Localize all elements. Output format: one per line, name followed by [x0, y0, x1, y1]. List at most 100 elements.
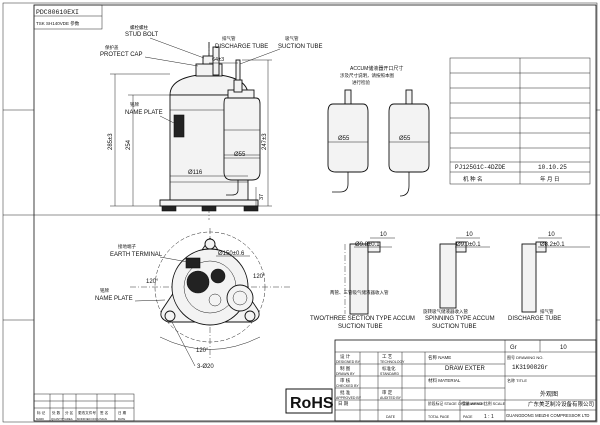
- label-discharge2: DISCHARGE TUBE: [508, 316, 561, 322]
- label-discharge-tube: DISCHARGE TUBE: [215, 44, 268, 50]
- label-two-three-sub: SUCTION TUBE: [338, 324, 383, 330]
- dim-120-a: 120°: [146, 279, 159, 285]
- tech: 工 艺: [382, 354, 393, 359]
- gr-value: 10: [560, 345, 567, 351]
- audited-en: AUDITED BY: [380, 396, 402, 400]
- tube-detail-2: 10 Ø9.0±0.1 旋转吸气储液器收入管 SPINNING TYPE ACC…: [423, 232, 495, 330]
- label-name-plate2-cn: 铭牌: [100, 287, 109, 294]
- drawn-en: DRAWN BY: [336, 372, 355, 376]
- dim-55-accum-a: Ø55: [338, 136, 350, 142]
- label-name-plate-2: NAME PLATE: [95, 296, 133, 302]
- dim-9-8: Ø9.8±0.1: [355, 242, 380, 248]
- label-two-three-cn: 两管、三管吸气储液器收入管: [330, 289, 389, 296]
- plan-view: Ø150±0.6 120° 120° 120° 3-Ø20: [130, 228, 290, 370]
- accum-note-1: 涉及尺寸说明，请按照本图: [340, 72, 394, 79]
- name-label: 名称 NAME: [428, 354, 451, 361]
- discharge-tube-shape: [212, 46, 220, 76]
- spec-label-date: 年 月 日: [540, 175, 560, 183]
- approved-en: APPROVED BY: [336, 396, 362, 400]
- doc-number: PDC80610EXI: [36, 9, 79, 16]
- drawing-no-label: 图号 DRAWING NO.: [507, 354, 544, 360]
- dim-3-20: 3-Ø20: [197, 364, 214, 370]
- label-protect-cap-cn: 保护盖: [105, 44, 119, 51]
- spec-label-model: 机 种 名: [463, 175, 483, 183]
- rohs-mark: RoHS: [285, 388, 334, 414]
- approved: 批 准: [340, 389, 351, 396]
- label-stud-bolt: STUD BOLT: [125, 32, 159, 38]
- gr-label: Gr: [510, 345, 517, 351]
- accumulator: [223, 97, 261, 181]
- rev-e1: QUANTITY: [51, 417, 65, 421]
- rev-e0: MARK: [36, 417, 44, 421]
- dim-55-accum-b: Ø55: [399, 136, 411, 142]
- rev-e2: AREA: [65, 417, 73, 421]
- dim-10-b: 10: [466, 232, 473, 238]
- label-spinning-cn: 旋转吸气储液器收入管: [423, 308, 468, 315]
- spec-date: 10.10.25: [538, 164, 567, 171]
- accum-note-2: 进行检验: [352, 79, 370, 86]
- spec-table: PJ125G1C-4DZDE 10.10.25 机 种 名 年 月 日: [449, 57, 591, 185]
- designed-en: DESIGNED BY: [336, 360, 361, 364]
- label-name-plate-cn: 铭牌: [130, 101, 139, 108]
- accum-title: ACCUM储液器开口尺寸: [350, 65, 403, 72]
- rev-e4: SIGN: [100, 417, 107, 421]
- std-en: STANDARD: [380, 372, 399, 376]
- rohs-text: RoHS: [290, 395, 334, 412]
- revision-table: 标 记 处 数 分 区 更改文件号 签 名 日 期 MARK QUANTITY …: [33, 393, 135, 422]
- label-discharge2-cn: 排气管: [540, 308, 554, 315]
- name-value: DRAW EXTER: [445, 366, 485, 372]
- label-discharge-tube-cn: 排气管: [222, 35, 236, 42]
- label-spinning: SPINNING TYPE ACCUM: [425, 316, 495, 322]
- dim-120-c: 120°: [196, 348, 209, 354]
- plan-labels: 接地端子 EARTH TERMINAL 铭牌 NAME PLATE: [95, 243, 189, 302]
- dim-8-2: Ø8.2±0.1: [540, 242, 565, 248]
- dim-116: Ø116: [188, 170, 203, 176]
- label-protect-cap: PROTECT CAP: [100, 52, 143, 58]
- sheet-no-en: PAGE: [463, 415, 473, 419]
- company-en: GUANGDONG MEIZHI COMPRESSOR LTD: [506, 413, 589, 418]
- accum-detail: ACCUM储液器开口尺寸 涉及尺寸说明，请按照本图 进行检验 Ø55 Ø55: [327, 65, 430, 197]
- label-earth-terminal: EARTH TERMINAL: [110, 252, 163, 258]
- date-label: 日 期: [338, 401, 349, 407]
- label-stud-bolt-cn: 螺栓螺柱: [130, 24, 148, 31]
- dim-37: 37: [259, 194, 265, 200]
- dim-285: 285±3: [108, 133, 114, 150]
- dim-150: Ø150±0.6: [218, 251, 245, 257]
- weight-label: 重量 WEIGHT: [462, 401, 487, 406]
- scale-label: 比例 SCALE: [484, 401, 506, 406]
- company: 广东美芝制冷设备有限公司: [528, 400, 594, 408]
- doc-code-box: PDC80610EXI TSK SH140VDE 参数: [33, 4, 103, 30]
- rev-h0: 标 记: [37, 410, 46, 415]
- stage-label: 阶段标记 STAGE OF DRAWING: [428, 401, 482, 406]
- rev-h1: 处 数: [52, 410, 61, 415]
- dim-10-a: 10: [380, 232, 387, 238]
- label-suction-tube-cn: 吸气管: [285, 35, 299, 42]
- audited: 审 定: [382, 389, 393, 396]
- dim-254: 254: [126, 139, 132, 150]
- sheet-total-en: TOTAL PAGE: [428, 415, 450, 419]
- dim-10-c: 10: [548, 232, 555, 238]
- spec-model: PJ125G1C-4DZDE: [455, 164, 506, 171]
- material-label: 材料 MATERIAL: [428, 377, 461, 384]
- rev-h2: 分 区: [65, 410, 74, 415]
- dim-55-front: Ø55: [234, 152, 246, 158]
- rev-e5: DATE: [118, 417, 125, 421]
- dim-120-b: 120°: [253, 274, 266, 280]
- designed: 设 计: [340, 353, 351, 360]
- front-labels: 螺栓螺柱 STUD BOLT 保护盖 PROTECT CAP 排气管 DISCH…: [100, 24, 323, 125]
- date-en: DATE: [386, 415, 396, 419]
- scale-value: 1 : 1: [484, 414, 494, 420]
- label-name-plate: NAME PLATE: [125, 110, 163, 116]
- tube-detail-1: 10 Ø9.8±0.1 两管、三管吸气储液器收入管 TWO/THREE SECT…: [310, 232, 415, 330]
- dim-9-0: Ø9.0±0.1: [456, 242, 481, 248]
- front-view: 285±3 254 64±3 Ø116 Ø55 247±3 37: [108, 42, 272, 220]
- rev-e3: MODIFIED DOCU: [77, 417, 100, 421]
- suction-tube-shape: [235, 59, 241, 81]
- title-label: 名称 TITLE: [507, 377, 527, 383]
- dim-247: 247±3: [262, 133, 268, 150]
- rev-h5: 日 期: [118, 410, 127, 415]
- label-earth-cn: 接地端子: [118, 243, 136, 250]
- title-value: 外观图: [540, 390, 558, 398]
- tech-en: TECHNOLOGY: [380, 360, 405, 364]
